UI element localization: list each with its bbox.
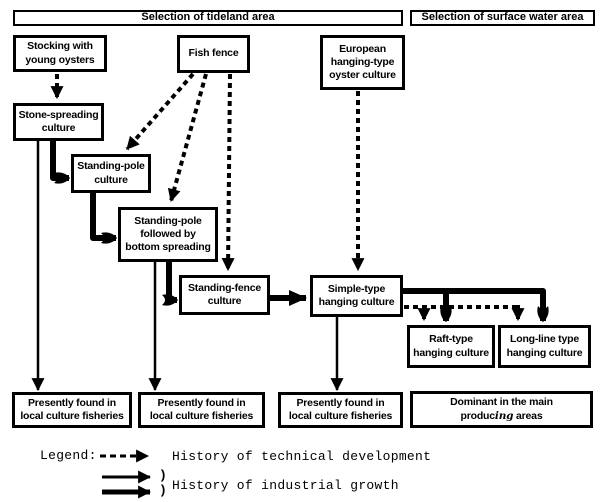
dashed-arrow-fishfence-to-standingpole [125,72,195,151]
thick-arrow-bottomspreading-to-standingfence [162,262,178,306]
box-simple-type-hanging-culture: Simple-type hanging culture [310,275,403,317]
dashed-arrow-fishfence-to-bottomspreading [167,73,208,203]
box-standing-pole-bottom-spreading: Standing-pole followed by bottom spreadi… [118,207,218,262]
outcome-dominant-line2: producing areas [460,409,543,422]
thick-arrow-standingpole-to-bottomspreading [90,193,117,244]
legend-title: Legend: [40,448,97,463]
legend-paren-2: ) [159,483,168,498]
header-tideland-area: Selection of tideland area [13,10,403,26]
box-european-hanging-type: European hanging-type oyster culture [320,35,405,90]
header-surface-water-area: Selection of surface water area [410,10,595,26]
thick-arrow-stone-to-standingpole [50,141,70,184]
box-standing-pole-culture: Standing-pole culture [71,154,151,193]
legend-industrial-label: History of industrial growth [172,478,399,493]
box-outcome-local-fisheries-2: Presently found in local culture fisheri… [138,392,265,428]
box-long-line-hanging-culture: Long-line type hanging culture [498,325,591,368]
legend-technical-label: History of technical development [172,449,432,464]
box-outcome-local-fisheries-3: Presently found in local culture fisheri… [278,392,403,428]
box-raft-type-hanging-culture: Raft-type hanging culture [407,325,495,368]
box-standing-fence-culture: Standing-fence culture [179,275,270,315]
box-outcome-local-fisheries-1: Presently found in local culture fisheri… [12,392,132,428]
legend-paren-1: ) [159,468,168,483]
box-stone-spreading-culture: Stone-spreading culture [13,103,104,141]
thick-arrow-simpletype-to-longline [403,288,549,322]
box-fish-fence: Fish fence [177,35,250,73]
box-stocking-young-oysters: Stocking with young oysters [13,35,107,72]
dashed-arrow-fishfence-to-standingfence [221,73,235,272]
box-outcome-dominant-producing-areas: Dominant in the main producing areas [410,391,593,428]
outcome-dominant-line1: Dominant in the main [450,396,553,409]
